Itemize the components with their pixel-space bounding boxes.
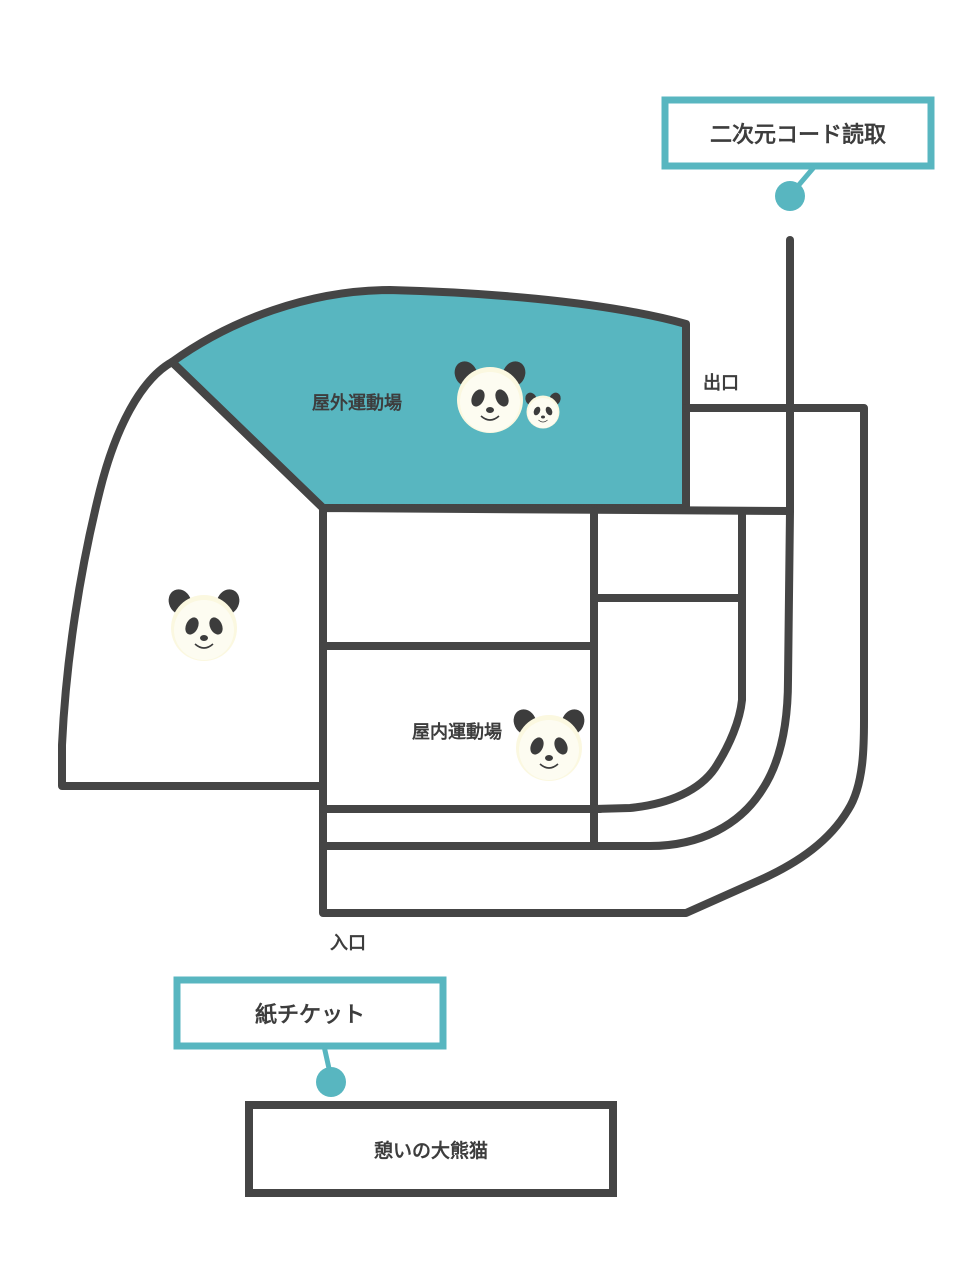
map-pin-dot-icon (775, 181, 805, 211)
qr-reader-callout: 二次元コード読取 (661, 96, 935, 211)
outdoor-area-label: 屋外運動場 (312, 392, 402, 414)
panda-face-icon (508, 704, 590, 782)
entrance-label: 入口 (330, 933, 366, 954)
outdoor-exercise-area-shape (168, 286, 690, 512)
left-enclosure-shape (58, 358, 327, 790)
qr-reader-label: 二次元コード読取 (710, 122, 886, 148)
exit-label: 出口 (703, 372, 739, 394)
map-pin-dot-icon (316, 1067, 346, 1097)
paper-ticket-callout: 紙チケット (173, 976, 447, 1097)
rest-panda-building (245, 1101, 617, 1197)
paper-ticket-box (173, 976, 447, 1050)
paper-ticket-label: 紙チケット (255, 1002, 365, 1028)
rest-panda-label: 憩いの大熊猫 (374, 1139, 488, 1162)
qr-reader-box (661, 96, 935, 170)
panda-face-icon (163, 584, 245, 662)
indoor-area-label: 屋内運動場 (412, 721, 502, 743)
building-dividers (319, 507, 794, 850)
